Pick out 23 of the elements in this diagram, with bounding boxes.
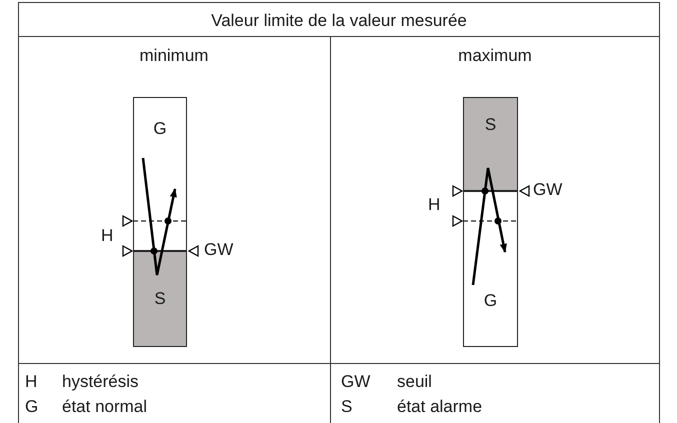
hysteresis-mark-label: H [428,195,440,215]
legend-symbol: S [341,397,352,417]
zone-letter: G [152,118,168,140]
threshold-mark-label: GW [533,180,562,200]
normal-zone [463,191,518,347]
alarm-zone [133,251,187,347]
legend-description: état alarme [397,397,482,417]
normal-zone [133,97,187,251]
column-heading: minimum [138,46,210,66]
zone-letter: G [482,290,498,312]
alarm-zone [463,97,518,191]
threshold-mark-label: GW [204,240,234,260]
legend-symbol: GW [341,372,370,392]
hysteresis-mark-label: H [101,226,114,246]
table-title: Valeur limite de la valeur mesurée [211,11,467,30]
column-heading: maximum [457,46,533,66]
legend-description: état normal [62,397,148,417]
legend-description: seuil [397,372,432,392]
zone-letter: S [484,114,498,136]
legend-symbol: H [25,372,38,392]
zone-letter: S [153,288,167,310]
legend-description: hystérésis [62,372,139,392]
legend-symbol: G [25,397,38,417]
